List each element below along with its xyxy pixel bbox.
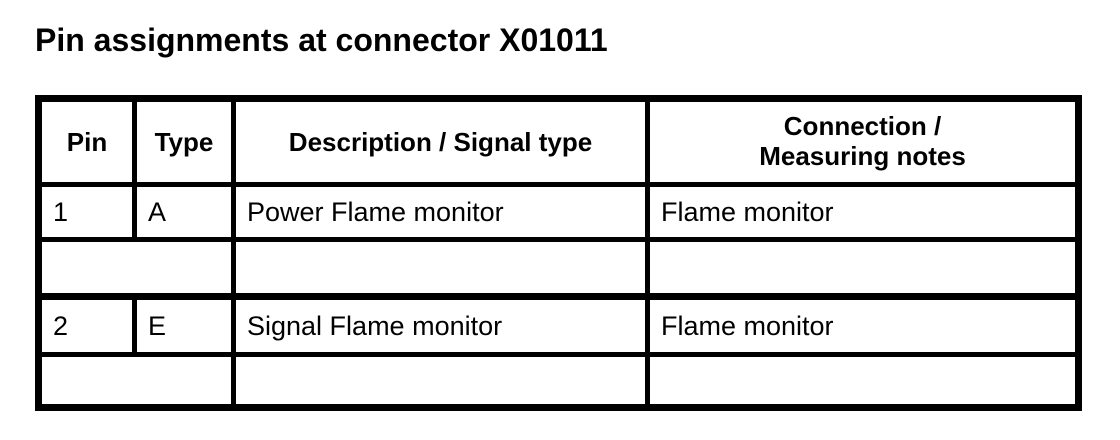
column-header-description: Description / Signal type [236, 102, 650, 187]
table-cell-pin-type-merged [42, 357, 236, 404]
column-header-connection: Connection / Measuring notes [650, 102, 1075, 187]
table-cell-pin-type-merged [42, 242, 236, 300]
table-cell-type: E [137, 300, 236, 357]
table-cell-description: Signal Flame monitor [236, 300, 650, 357]
table-cell-description: Power Flame monitor [236, 187, 650, 242]
column-header-type: Type [137, 102, 236, 187]
pin-assignment-table: Pin Type Description / Signal type Conne… [35, 95, 1082, 411]
table-cell-connection: Flame monitor [650, 300, 1075, 357]
table-cell-connection: Flame monitor [650, 187, 1075, 242]
table-cell-description [236, 357, 650, 404]
table-cell-pin: 2 [42, 300, 137, 357]
column-header-pin: Pin [42, 102, 137, 187]
table-cell-description [236, 242, 650, 300]
page-title: Pin assignments at connector X01011 [35, 22, 608, 58]
table-cell-connection [650, 357, 1075, 404]
table-cell-connection [650, 242, 1075, 300]
table-cell-type: A [137, 187, 236, 242]
table-cell-pin: 1 [42, 187, 137, 242]
